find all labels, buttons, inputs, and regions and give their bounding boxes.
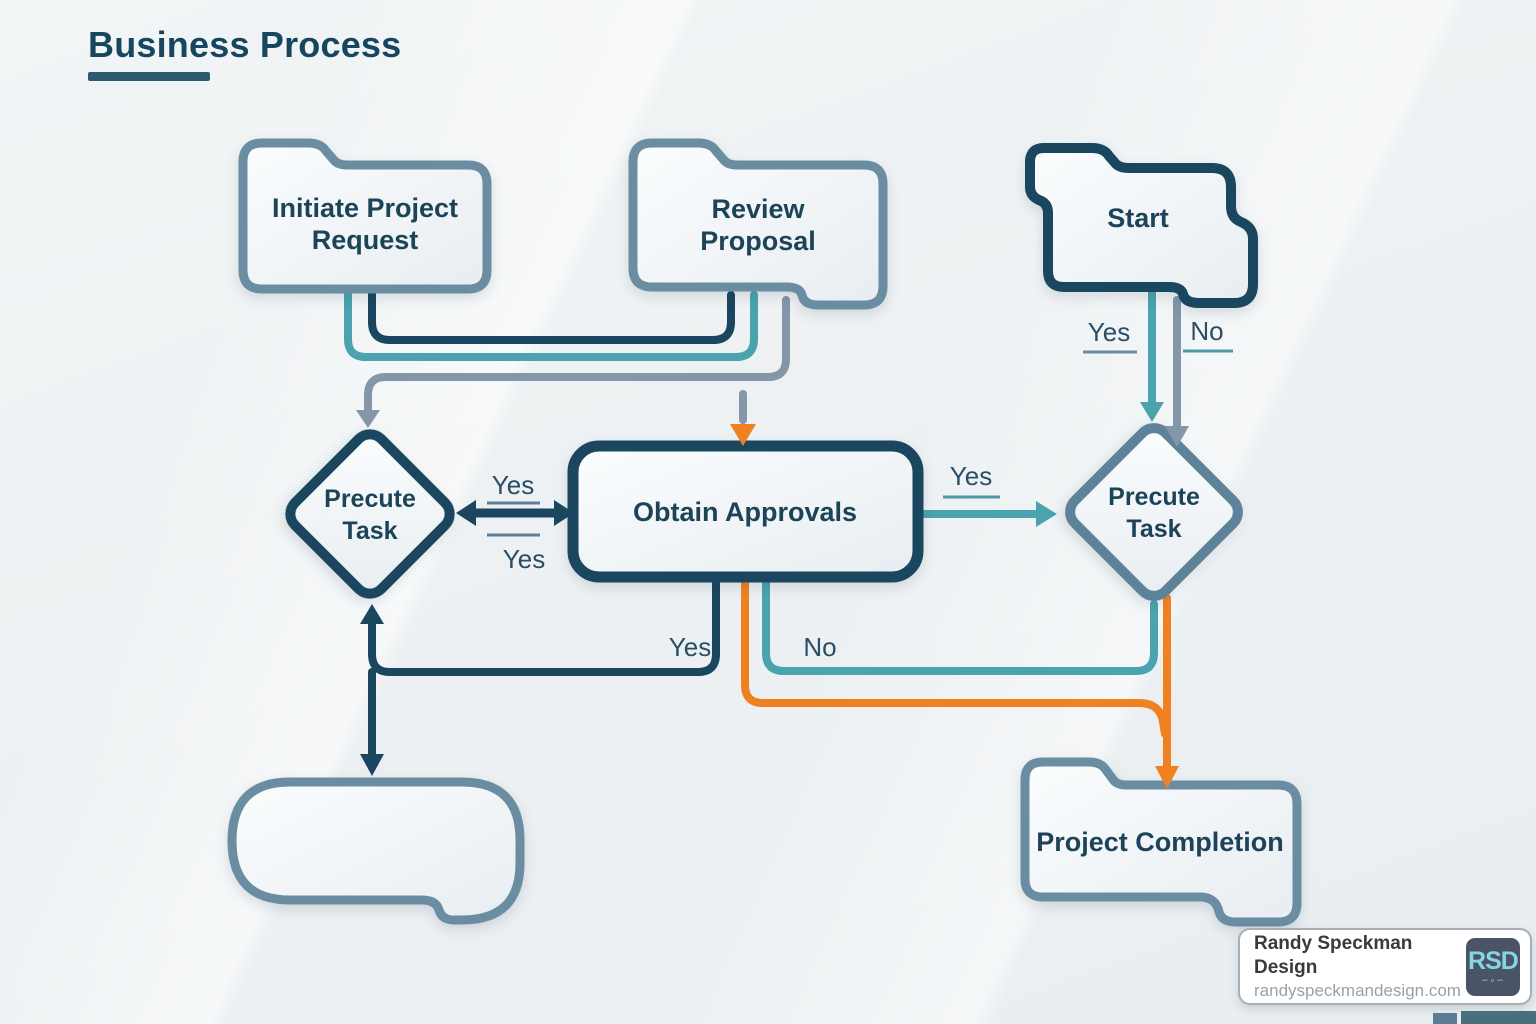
edge-label-start-no: No [1190, 316, 1223, 346]
edge-label-return-yes: Yes [669, 632, 711, 662]
node-labels: Initiate Project Request Review Proposal… [272, 193, 1284, 857]
edge-review-to-left-diamond [364, 296, 790, 416]
arrowhead-gray-left-diamond [356, 410, 380, 428]
title-underline [88, 72, 210, 81]
node-start [1025, 143, 1258, 308]
node-review-proposal [628, 138, 888, 310]
arrowhead-gray-start-no [1165, 426, 1189, 447]
edge-label-branch-no: No [803, 632, 836, 662]
edge-label-swap-top: Yes [492, 470, 534, 500]
label-initiate-line2: Request [312, 225, 419, 255]
edge-initiate-review-navy [368, 276, 735, 344]
label-start: Start [1107, 203, 1169, 233]
connectors [344, 276, 1181, 772]
label-precute-right-line2: Task [1126, 515, 1181, 543]
arrowhead-empty-down [360, 754, 384, 776]
label-review-line2: Proposal [700, 226, 816, 256]
page-title-block: Business Process [88, 24, 401, 81]
decor-corner-rect-1 [1433, 1013, 1457, 1024]
label-completion: Project Completion [1036, 827, 1284, 857]
edge-no-branch [762, 574, 1158, 675]
nodes [227, 138, 1302, 927]
footer-credit: Randy Speckman Design randyspeckmandesig… [1238, 928, 1532, 1005]
arrowhead-approve-yes [1036, 501, 1057, 527]
footer-company-name: Randy Speckman Design [1254, 933, 1413, 978]
decor-corner-rect-2 [1461, 1011, 1536, 1024]
rsd-logo-flourish-icon: ∽∘∽ [1481, 974, 1505, 985]
arrowhead-return-up [360, 604, 384, 624]
arrowhead-swap-right [554, 500, 574, 526]
arrowhead-teal-start-yes [1140, 402, 1164, 422]
node-precute-task-right [1065, 423, 1243, 601]
page-title: Business Process [88, 24, 402, 65]
label-review-line1: Review [711, 194, 805, 224]
footer-texts: Randy Speckman Design randyspeckmandesig… [1254, 932, 1466, 1001]
arrowheads [356, 402, 1189, 789]
node-precute-task-left [285, 429, 455, 599]
edge-return-yes [368, 574, 720, 676]
label-precute-left-line1: Precute [324, 485, 416, 513]
label-precute-right-line1: Precute [1108, 483, 1200, 511]
arrowhead-completion [1155, 766, 1179, 789]
label-precute-left-line2: Task [342, 517, 397, 545]
node-empty [227, 777, 525, 925]
rsd-logo-text: RSD [1468, 946, 1519, 975]
label-initiate-line1: Initiate Project [272, 193, 458, 223]
edge-orange-branch [741, 574, 1169, 738]
node-obtain-approvals [567, 440, 924, 583]
edge-label-start-yes: Yes [1088, 317, 1130, 347]
node-project-completion [1020, 757, 1302, 927]
edge-initiate-review-teal [344, 276, 758, 361]
node-initiate-project-request [238, 138, 492, 294]
arrowhead-orange-obtain [730, 424, 756, 446]
rsd-logo: RSD ∽∘∽ [1465, 937, 1520, 996]
arrowhead-swap-left [456, 500, 476, 526]
edge-label-swap-bottom: Yes [503, 544, 545, 574]
label-obtain: Obtain Approvals [633, 497, 857, 527]
edge-labels: Yes No Yes Yes Yes Yes No [487, 316, 1233, 662]
edge-label-approve-yes: Yes [950, 461, 992, 491]
footer-website: randyspeckmandesign.com [1254, 980, 1461, 1000]
